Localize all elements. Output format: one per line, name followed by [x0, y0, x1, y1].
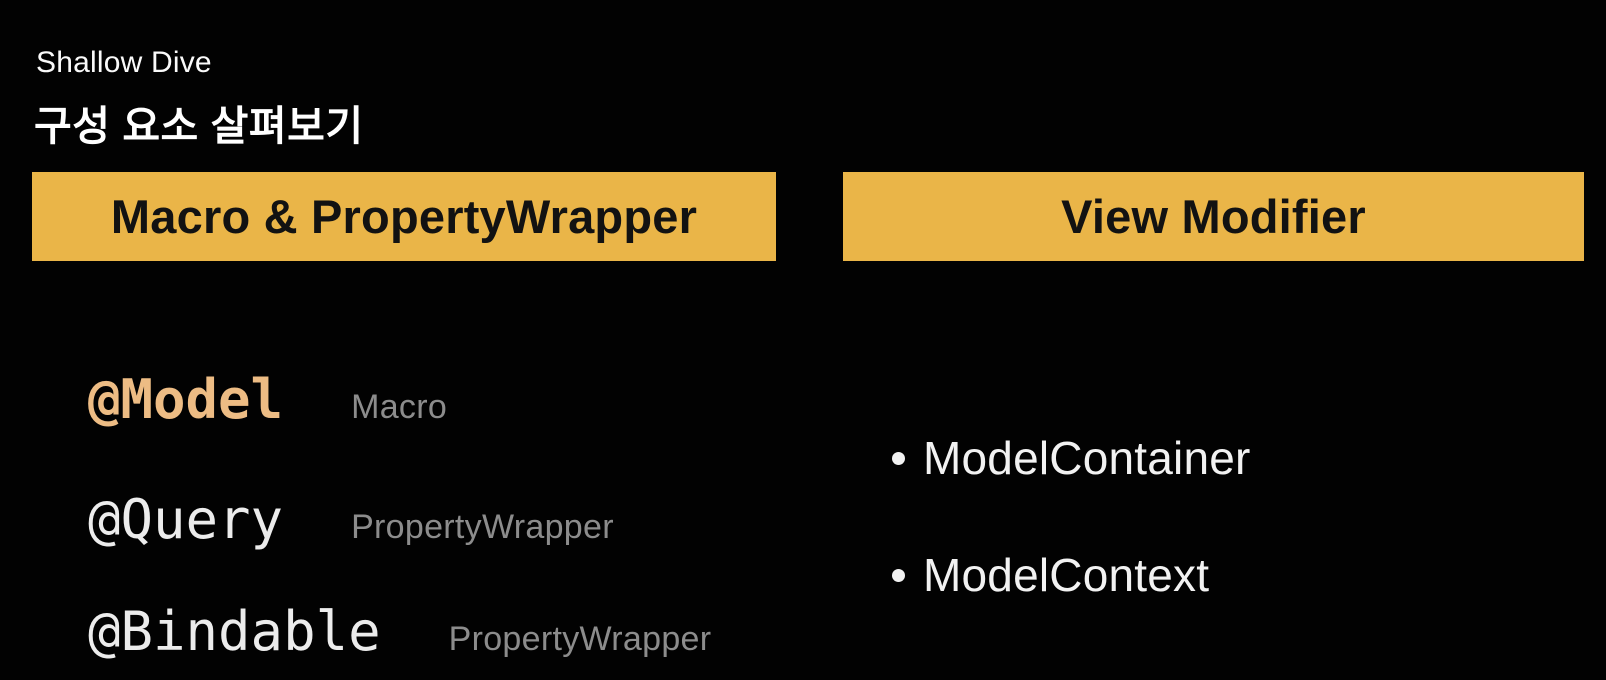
- list-item-bindable: @Bindable PropertyWrapper: [88, 600, 711, 664]
- kind-label-propertywrapper: PropertyWrapper: [448, 620, 712, 658]
- list-item-query: @Query PropertyWrapper: [88, 488, 614, 552]
- slide-title: 구성 요소 살펴보기: [34, 103, 364, 149]
- kind-label-macro: Macro: [351, 388, 448, 426]
- banner-macro-propertywrapper-label: Macro & PropertyWrapper: [110, 190, 698, 243]
- bullet-icon: [892, 451, 905, 465]
- bullet-label-modelcontainer: ModelContainer: [923, 432, 1251, 484]
- bullet-icon: [892, 568, 905, 582]
- banner-view-modifier: View Modifier: [843, 172, 1584, 261]
- bullet-label-modelcontext: ModelContext: [923, 549, 1210, 601]
- bullet-item-modelcontainer: ModelContainer: [892, 430, 1251, 486]
- code-model: @Model: [88, 368, 284, 431]
- kind-label-propertywrapper: PropertyWrapper: [351, 508, 614, 546]
- list-item-model: @Model Macro: [88, 368, 447, 432]
- bullet-item-modelcontext: ModelContext: [892, 547, 1209, 603]
- banner-macro-propertywrapper: Macro & PropertyWrapper: [32, 172, 776, 261]
- code-bindable: @Bindable: [88, 600, 381, 663]
- code-query: @Query: [88, 488, 284, 551]
- slide-eyebrow: Shallow Dive: [36, 46, 212, 79]
- banner-view-modifier-label: View Modifier: [1061, 190, 1366, 243]
